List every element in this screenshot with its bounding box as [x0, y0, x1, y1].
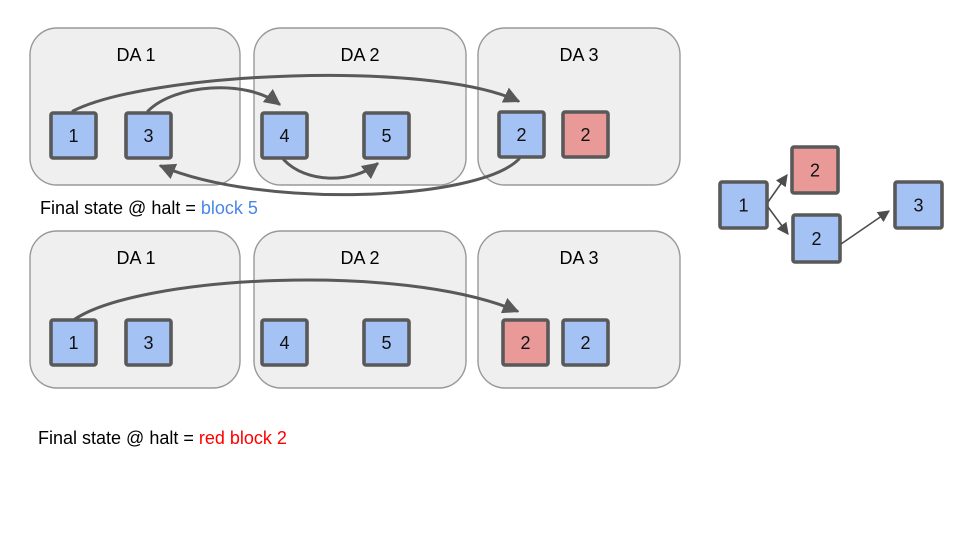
block-2-blue-label: 2 [580, 333, 590, 353]
block-2-blue [561, 318, 610, 367]
block-2-blue [497, 110, 546, 159]
edge-3-to-4 [146, 86, 281, 113]
block-3 [124, 318, 173, 367]
edge-1-to-red2 [73, 278, 520, 321]
da3-label: DA 3 [559, 45, 598, 65]
block-dag: 1 2 2 3 [718, 145, 944, 264]
scenario-1: DA 1 DA 2 DA 3 1 3 4 5 2 2 [29, 27, 681, 197]
caption-1-value: block 5 [200, 198, 258, 218]
block-1 [49, 318, 98, 367]
block-2-red [501, 318, 550, 367]
block-3 [124, 111, 173, 160]
da3-label: DA 3 [559, 248, 598, 268]
block-4-label: 4 [279, 333, 289, 353]
final-state-caption-1: Final state @ halt = block 5 [40, 199, 258, 217]
caption-1-text: Final state @ halt = [40, 198, 201, 218]
block-5 [362, 111, 411, 160]
da2-label: DA 2 [340, 248, 379, 268]
dag-block-3 [893, 180, 944, 230]
edge-1-to-blue2 [71, 74, 521, 113]
block-1-label: 1 [68, 126, 78, 146]
dag-block-3-label: 3 [913, 196, 923, 216]
dag-block-2-blue [791, 213, 842, 264]
da2-label: DA 2 [340, 45, 379, 65]
edge-blue2-to-3 [158, 157, 521, 197]
block-4 [260, 318, 309, 367]
dag-edge-1-to-red2 [767, 174, 788, 203]
da1-label: DA 1 [116, 248, 155, 268]
caption-2-text: Final state @ halt = [38, 428, 199, 448]
block-5-label: 5 [381, 126, 391, 146]
dag-block-1 [718, 180, 769, 230]
block-2-red-label: 2 [580, 125, 590, 145]
block-4-label: 4 [279, 126, 289, 146]
dag-edge-1-to-blue2 [767, 206, 789, 235]
block-2-red-label: 2 [520, 333, 530, 353]
scenario-2: DA 1 DA 2 DA 3 1 3 4 5 2 2 [29, 230, 681, 389]
block-3-label: 3 [143, 333, 153, 353]
block-4 [260, 111, 309, 160]
block-2-blue-label: 2 [516, 125, 526, 145]
block-2-red [561, 110, 610, 159]
dag-edge-blue2-to-3 [840, 210, 890, 245]
caption-2-value: red block 2 [198, 428, 287, 448]
dag-block-2-blue-label: 2 [811, 229, 821, 249]
block-3-label: 3 [143, 126, 153, 146]
block-5-label: 5 [381, 333, 391, 353]
dag-block-2-red-label: 2 [810, 161, 820, 181]
block-1-label: 1 [68, 333, 78, 353]
da1-label: DA 1 [116, 45, 155, 65]
dag-block-1-label: 1 [738, 196, 748, 216]
block-1 [49, 111, 98, 160]
final-state-caption-2: Final state @ halt = red block 2 [38, 429, 287, 447]
edge-4-to-5 [282, 158, 379, 180]
block-5 [362, 318, 411, 367]
dag-block-2-red [790, 145, 840, 195]
